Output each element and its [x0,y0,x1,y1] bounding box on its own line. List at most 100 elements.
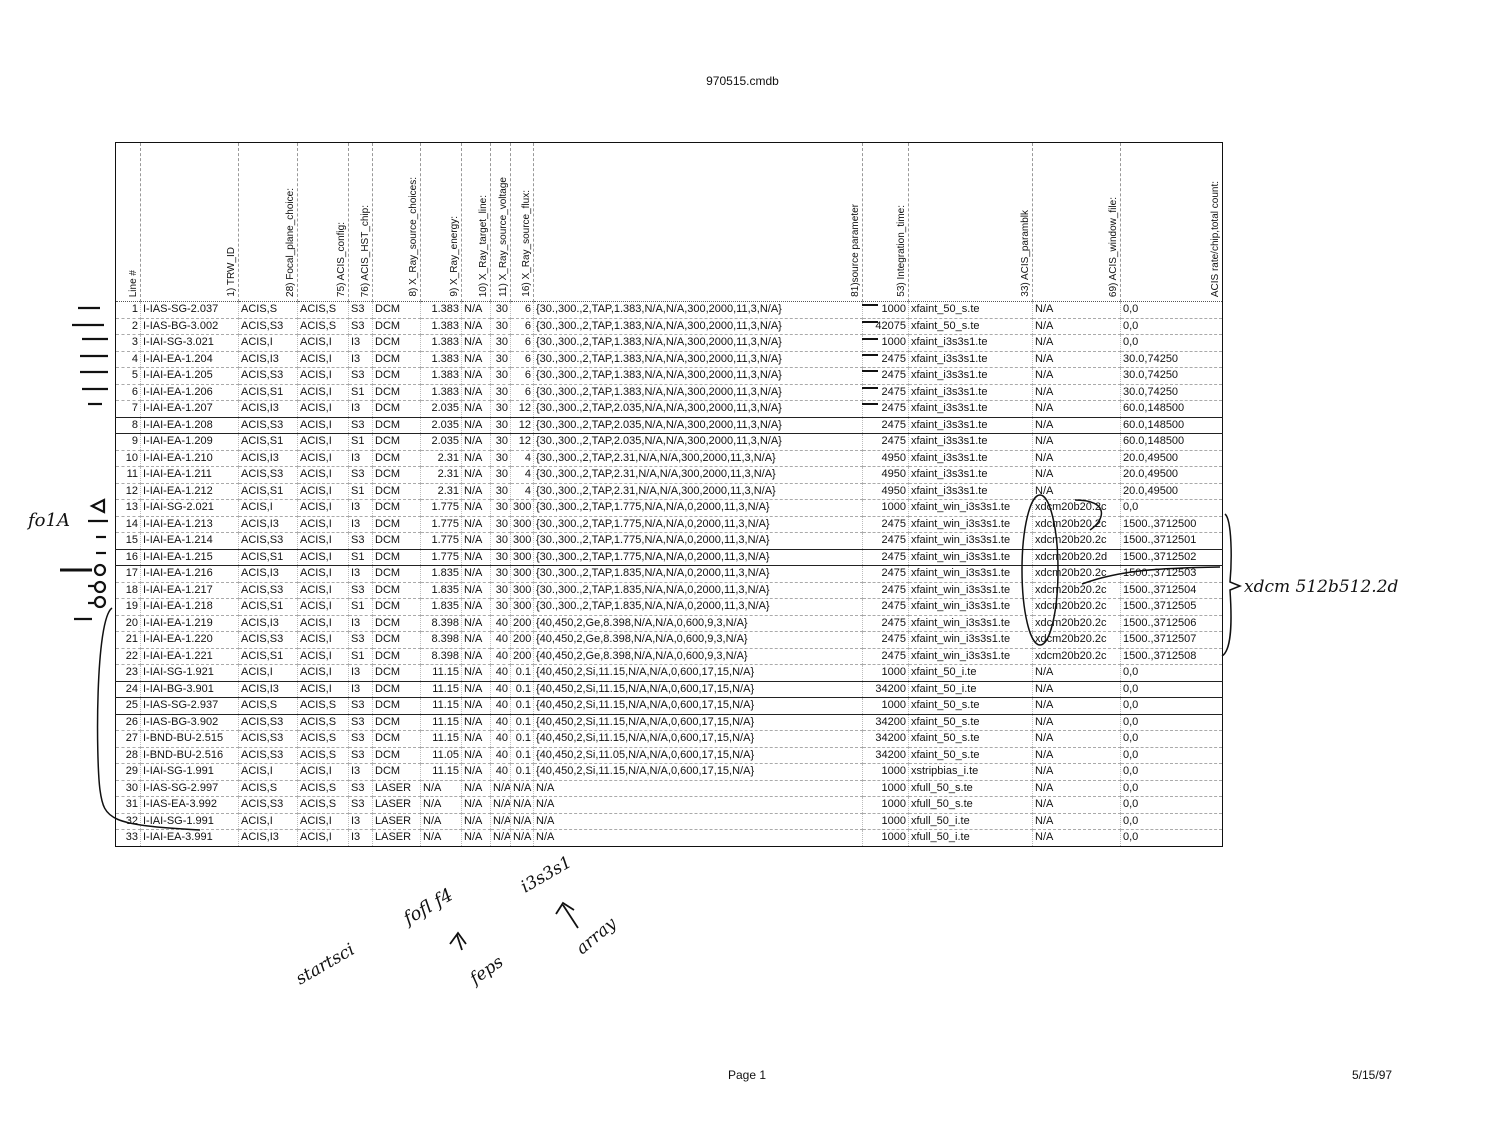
table-cell: 3 [115,334,141,352]
table-cell: N/A [461,334,491,352]
table-cell: xfull_50_s.te [908,796,1033,814]
table-cell: ACIS,I [297,763,349,781]
table-cell: 2.31 [420,466,462,484]
table-cell: ACIS,S1 [238,598,298,616]
table-cell: S3 [348,631,373,649]
table-cell: ACIS,I3 [238,516,298,533]
table-cell: 200 [510,648,534,665]
column-header: 69) ACIS_window_file: [1032,142,1121,302]
table-cell: 12 [115,483,141,500]
table-cell: 8.398 [420,615,462,632]
table-cell: {40,450,2,Si,11.15,N/A,N/A,0,600,17,15,N… [533,664,863,682]
table-cell: N/A [1032,829,1121,847]
table-cell: 6 [115,384,141,401]
table-cell: N/A [461,433,491,451]
table-cell: xfull_50_i.te [908,813,1033,830]
table-cell: {30.,300.,2,TAP,2.31,N/A,N/A,300,2000,11… [533,450,863,467]
table-cell: 1000 [862,664,909,682]
table-cell: DCM [372,516,421,533]
table-cell: ACIS,S [297,714,349,731]
table-cell: I3 [348,334,373,352]
table-cell: 0,0 [1120,730,1223,748]
table-cell: S3 [348,301,373,319]
arrow-mark [89,498,106,514]
table-cell: ACIS,S1 [238,384,298,401]
table-cell: {40,450,2,Si,11.15,N/A,N/A,0,600,17,15,N… [533,697,863,715]
table-cell: 34200 [862,714,909,731]
table-cell: DCM [372,631,421,649]
table-cell: ACIS,S1 [238,483,298,500]
table-cell: I-BND-BU-2.515 [140,730,239,748]
table-cell: {40,450,2,Si,11.15,N/A,N/A,0,600,17,15,N… [533,763,863,781]
table-cell: 6 [510,367,534,385]
table-cell: 300 [510,549,534,566]
table-cell: 16 [115,549,141,566]
table-cell: 300 [510,532,534,550]
table-cell: 25 [115,697,141,715]
table-cell: 11 [115,466,141,484]
column-header-label: 11) X_Ray_source_voltage [498,177,509,297]
circle-mark [93,563,107,577]
table-cell: 34200 [862,747,909,764]
table-cell: 2475 [862,384,909,401]
table-cell: 40 [490,664,511,682]
table-cell: 0.1 [510,697,534,715]
table-cell: 30 [490,351,511,368]
table-cell: LASER [372,780,421,797]
table-cell: N/A [461,780,491,797]
table-cell: S3 [348,730,373,748]
table-cell: DCM [372,763,421,781]
table-cell: 42075 [862,318,909,335]
table-cell: xstripbias_i.te [908,763,1033,781]
table-cell: 0,0 [1120,697,1223,715]
table-cell: I-IAI-EA-1.218 [140,598,239,616]
table-cell: xfaint_50_s.te [908,714,1033,731]
table-cell: S3 [348,532,373,550]
table-cell: 5 [115,367,141,385]
column-header-label: 8) X_Ray_source_choices: [408,177,419,297]
table-cell: 40 [490,697,511,715]
table-cell: 30 [490,450,511,467]
table-cell: 1500.,3712503 [1120,565,1223,583]
table-cell: 4 [510,466,534,484]
table-cell: {40,450,2,Ge,8.398,N/A,N/A,0,600,9,3,N/A… [533,648,863,665]
table-cell: ACIS,S3 [238,582,298,599]
table-cell: ACIS,I3 [238,450,298,467]
table-cell: 60.0,148500 [1120,417,1223,434]
table-cell: 0,0 [1120,681,1223,698]
table-cell: I-IAI-EA-1.220 [140,631,239,649]
table-cell: N/A [461,664,491,682]
table-cell: 1.835 [420,598,462,616]
table-cell: 30.0,74250 [1120,384,1223,401]
column-header: 53) Integration_time: [862,142,909,302]
table-cell: ACIS,I [238,664,298,682]
table-cell: I-IAI-SG-2.021 [140,499,239,517]
table-cell: N/A [420,813,462,830]
table-cell: DCM [372,384,421,401]
table-cell: {30.,300.,2,TAP,1.383,N/A,N/A,300,2000,1… [533,351,863,368]
table-cell: 1500.,3712505 [1120,598,1223,616]
table-cell: 2475 [862,433,909,451]
table-cell: N/A [510,796,534,814]
column-header-label: 28) Focal_plane_choice: [285,188,296,297]
table-cell: ACIS,S [297,301,349,319]
table-cell: I3 [348,516,373,533]
table-cell: S1 [348,598,373,616]
table-cell: ACIS,S [297,780,349,797]
table-cell: I-IAI-EA-1.213 [140,516,239,533]
table-cell: I-IAI-EA-1.215 [140,549,239,566]
table-cell: I-IAS-BG-3.002 [140,318,239,335]
arrow-mark [449,931,467,951]
table-cell: 60.0,148500 [1120,400,1223,418]
table-cell: 2.035 [420,400,462,418]
table-cell: 2475 [862,565,909,583]
table-cell: DCM [372,499,421,517]
table-cell: I3 [348,400,373,418]
table-cell: 1.383 [420,301,462,319]
